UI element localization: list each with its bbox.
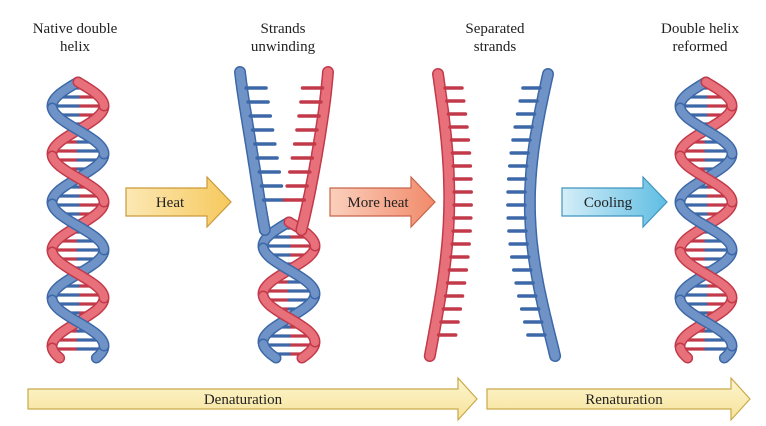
denaturation-arrow: Denaturation	[27, 376, 478, 422]
stage-label-unwinding: Strands unwinding	[228, 20, 338, 56]
more-heat-arrow: More heat	[329, 175, 436, 229]
heat-arrow: Heat	[125, 175, 232, 229]
stage-label-native-line1: Native double	[32, 21, 118, 37]
renaturation-arrow: Renaturation	[486, 376, 751, 422]
denaturation-label: Denaturation	[204, 392, 283, 408]
reformed-double-helix	[674, 76, 738, 364]
blue-strand	[525, 69, 560, 361]
stage-label-unwinding-line1: Strands	[260, 21, 306, 37]
blue-strand	[48, 200, 108, 254]
blue-strand	[48, 104, 108, 158]
red-strand	[48, 344, 64, 362]
red-strand	[676, 344, 692, 362]
blue-strand	[676, 78, 710, 110]
renaturation-label: Renaturation	[585, 392, 663, 408]
blue-strand	[676, 296, 736, 350]
stage-label-reformed-line2: reformed	[672, 39, 728, 55]
stage-label-separated: Separated strands	[440, 20, 550, 56]
blue-strand	[259, 244, 319, 298]
blue-strand	[676, 200, 736, 254]
blue-strand	[48, 296, 108, 350]
blue-strand	[259, 340, 280, 362]
stage-label-reformed: Double helix reformed	[645, 20, 755, 56]
red-strand	[48, 248, 108, 302]
blue-strand	[676, 104, 736, 158]
blue-strand	[235, 67, 270, 235]
cooling-arrow: Cooling	[561, 175, 668, 229]
stage-label-reformed-line1: Double helix	[661, 21, 739, 37]
cooling-arrow-label: Cooling	[584, 195, 633, 211]
native-double-helix	[46, 76, 110, 364]
stage-label-native: Native double helix	[20, 20, 130, 56]
red-strand	[285, 218, 319, 250]
stage-label-separated-line1: Separated	[465, 21, 525, 37]
red-strand	[425, 69, 454, 361]
blue-strand	[48, 78, 82, 110]
stage-label-separated-line2: strands	[473, 39, 517, 55]
red-strand	[676, 152, 736, 206]
red-strand	[259, 292, 319, 346]
red-strand	[74, 78, 108, 110]
more-heat-arrow-label: More heat	[347, 195, 409, 211]
red-strand	[296, 67, 333, 235]
blue-strand	[259, 218, 293, 250]
stage-label-unwinding-line2: unwinding	[250, 39, 316, 55]
red-strand	[48, 152, 108, 206]
stage-label-native-line2: helix	[60, 39, 90, 55]
separated-blue-strand	[506, 68, 562, 362]
heat-arrow-label: Heat	[156, 195, 185, 211]
separated-red-strand	[423, 68, 473, 362]
red-strand	[702, 78, 736, 110]
red-strand	[676, 248, 736, 302]
unwinding-helix	[234, 66, 334, 364]
